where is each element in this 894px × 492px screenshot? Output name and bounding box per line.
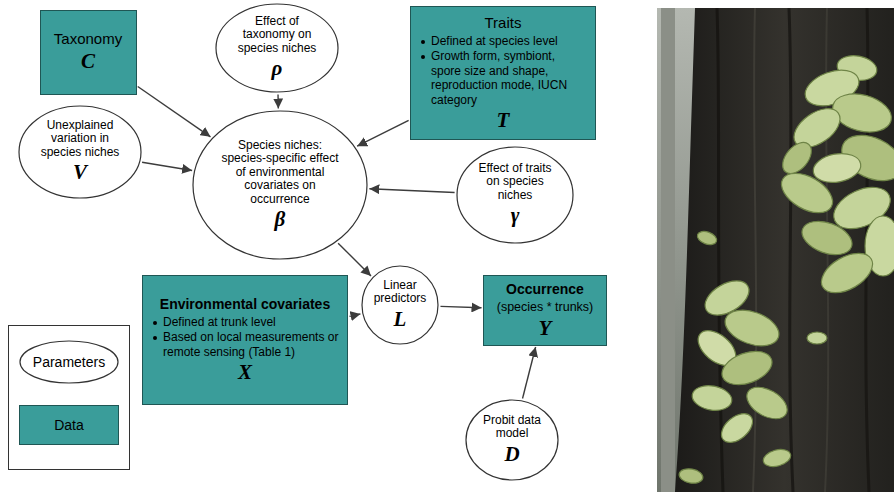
symbol-letter: γ	[472, 205, 559, 228]
lichen-lobe	[777, 137, 817, 179]
node-text: Unexplained variation in species niches	[34, 119, 126, 159]
symbol-letter: C	[48, 50, 129, 73]
symbol-letter: β	[215, 208, 345, 231]
node-text: Effect of taxonomy on species niches	[231, 15, 323, 55]
symbol-letter: V	[34, 162, 126, 185]
arrow-connector	[440, 306, 481, 307]
symbol-letter: T	[418, 109, 588, 132]
bullet-dot	[153, 321, 157, 325]
parameter-ellipse: Linear predictorsL	[361, 265, 439, 345]
lichen-lobe	[716, 408, 758, 448]
arrow-connector	[338, 243, 371, 276]
bullet-dot	[421, 40, 425, 44]
ellipse-shape	[216, 4, 338, 92]
node-text: Species niches: species-specific effect …	[215, 139, 345, 206]
arrow-connector	[138, 86, 211, 136]
lichen-lobe	[696, 229, 719, 247]
data-box: Occurrence(species * trunks) Y	[483, 275, 607, 346]
node-content: Probit data modelD	[477, 414, 547, 466]
legend-text: Parameters	[33, 354, 105, 371]
symbol-letter: ρ	[231, 58, 323, 81]
node-heading: Occurrence	[491, 281, 599, 298]
forest-background	[657, 8, 894, 492]
node-heading: Traits	[418, 14, 588, 32]
background-tree	[661, 8, 675, 492]
symbol-letter: Y	[491, 316, 599, 339]
parameter-ellipse: Effect of taxonomy on species niches ρ	[215, 3, 339, 93]
bark-crack	[753, 8, 756, 492]
lichen-lobe	[678, 467, 704, 485]
ellipse-shape	[466, 400, 558, 480]
symbol-letter: D	[477, 443, 547, 466]
symbol-letter: L	[371, 308, 429, 331]
ellipse-shape	[362, 266, 438, 344]
node-content: Occurrence(species * trunks) Y	[491, 281, 599, 340]
node-content: Effect of traits on species niches γ	[472, 162, 559, 227]
bullet-item: Based on local measurements or remote se…	[150, 330, 340, 359]
node-content: Environmental covariatesDefined at trunk…	[150, 296, 340, 384]
data-box: Environmental covariatesDefined at trunk…	[142, 275, 348, 405]
arrow-connector	[357, 120, 409, 146]
arrow-connector	[523, 347, 536, 399]
node-text: Effect of traits on species niches	[472, 162, 559, 202]
lichen-lobe	[717, 345, 776, 391]
bullet-text: Growth form, symbiont, spore size and sh…	[431, 49, 588, 107]
bark-crack	[717, 8, 723, 492]
arrow-connector	[277, 94, 279, 108]
node-content: TaxonomyC	[48, 30, 129, 73]
data-box: TraitsDefined at species levelGrowth for…	[410, 6, 596, 140]
node-text: Probit data model	[477, 414, 547, 441]
lichen-lobe	[690, 383, 734, 414]
node-text: Linear predictors	[371, 279, 429, 306]
bark-crack	[789, 8, 793, 492]
parameter-ellipse: Probit data modelD	[465, 399, 559, 481]
lichen-photo	[657, 8, 894, 492]
legend-item: Data	[19, 405, 119, 445]
lichen-lobe	[761, 447, 792, 470]
node-text: (species * trunks)	[491, 299, 599, 314]
lichen-lobe	[775, 165, 839, 221]
bullet-item: Defined at trunk level	[150, 315, 340, 329]
bullet-text: Defined at trunk level	[163, 315, 276, 329]
ellipse-shape	[19, 106, 141, 198]
lichen-lobes	[678, 53, 894, 485]
bullet-text: Defined at species level	[431, 34, 558, 48]
bullet-dot	[421, 55, 425, 59]
node-content: Unexplained variation in species nichesV	[34, 119, 126, 184]
lichen-lobe	[797, 215, 856, 261]
parameter-ellipse: Effect of traits on species niches γ	[456, 146, 574, 244]
lichen-lobe	[811, 150, 863, 186]
tree-trunk	[675, 8, 894, 492]
legend-ellipse	[20, 341, 118, 383]
node-content: Species niches: species-specific effect …	[215, 139, 345, 231]
arrow-connector	[369, 189, 454, 193]
lichen-lobe	[807, 332, 827, 344]
ellipse-shape	[457, 147, 573, 243]
data-box: TaxonomyC	[40, 10, 137, 95]
node-content: Linear predictorsL	[371, 279, 429, 331]
bullet-item: Defined at species level	[418, 34, 588, 48]
node-heading: Taxonomy	[48, 30, 129, 48]
symbol-letter: X	[150, 361, 340, 384]
ellipse-shape	[193, 111, 367, 259]
legend-item: Parameters	[19, 340, 119, 384]
parameter-ellipse: Unexplained variation in species nichesV	[18, 105, 142, 199]
bullet-item: Growth form, symbiont, spore size and sh…	[418, 49, 588, 107]
bullet-dot	[153, 336, 157, 340]
lichen-lobe	[815, 245, 879, 301]
arrow-connector	[349, 314, 360, 316]
legend-text: Data	[54, 417, 84, 434]
node-heading: Environmental covariates	[150, 296, 340, 313]
parameter-ellipse: Species niches: species-specific effect …	[192, 110, 368, 260]
bark-texture	[717, 8, 869, 492]
arrow-connector	[142, 162, 192, 170]
node-content: Effect of taxonomy on species niches ρ	[231, 15, 323, 80]
node-content: TraitsDefined at species levelGrowth for…	[418, 14, 588, 132]
bullet-text: Based on local measurements or remote se…	[163, 330, 340, 359]
